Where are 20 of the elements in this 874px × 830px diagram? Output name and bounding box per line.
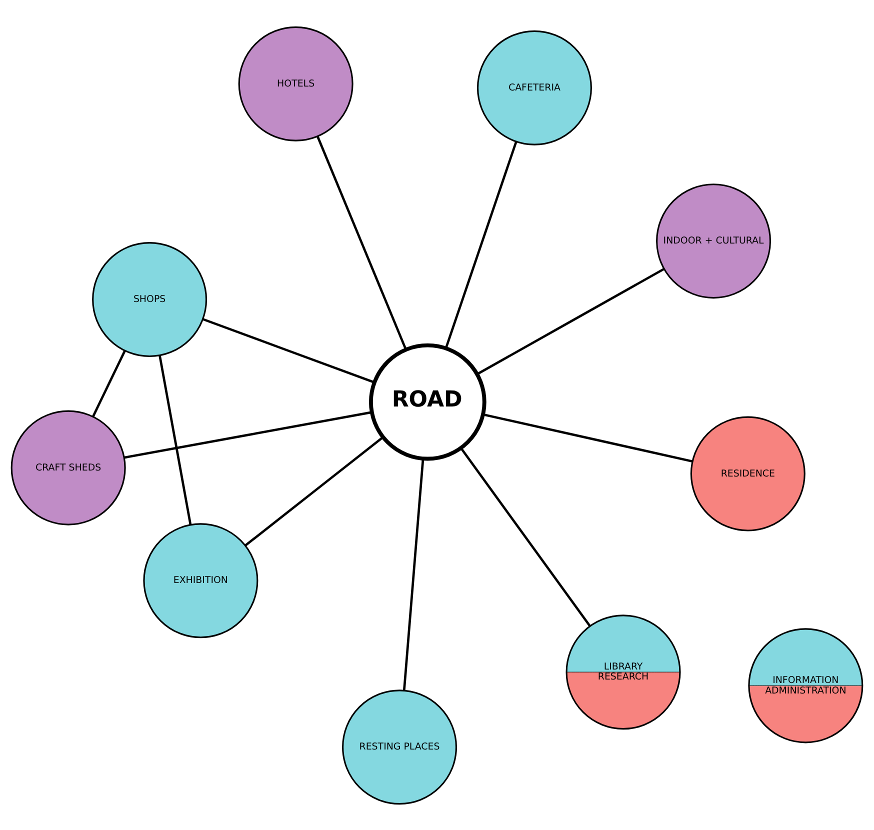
connector	[476, 267, 665, 375]
connector	[124, 410, 372, 458]
connector	[444, 140, 518, 348]
node-circle: CAFETERIA	[476, 30, 592, 145]
node-circle: RESTING PLACES	[342, 689, 458, 804]
node-circle: HOTELS	[238, 26, 354, 141]
node-circle: RESIDENCE	[690, 416, 806, 531]
connector	[92, 350, 126, 417]
node-circle: INDOOR + CULTURAL	[656, 183, 772, 298]
node-circle: SHOPS	[92, 242, 208, 357]
connector	[460, 447, 591, 626]
connector	[482, 412, 693, 462]
connector	[202, 318, 375, 384]
node-circle: EXHIBITION	[143, 522, 258, 638]
connector	[158, 354, 192, 524]
connector	[244, 436, 384, 546]
node-circle: ROAD	[368, 342, 486, 460]
connector	[316, 136, 407, 350]
connector	[402, 458, 424, 690]
node-circle: CRAFT SHEDS	[10, 410, 126, 525]
